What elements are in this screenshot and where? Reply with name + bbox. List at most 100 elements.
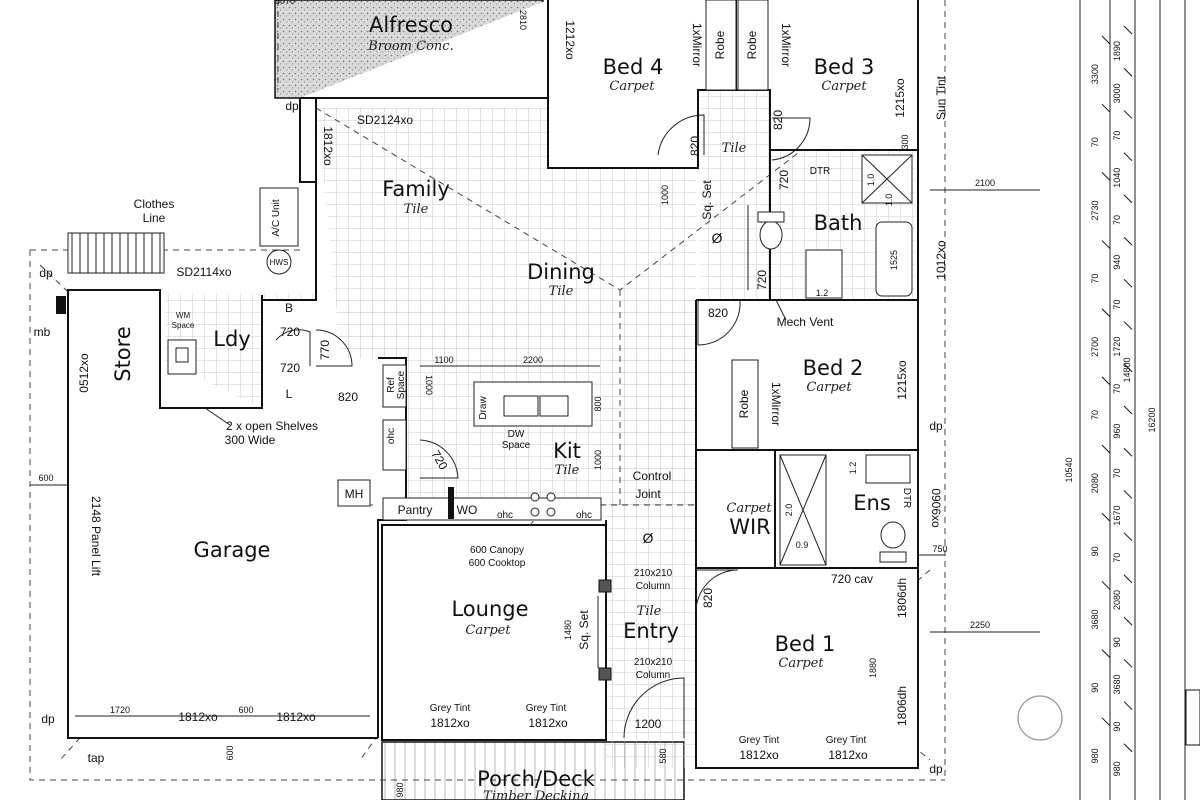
downlight-symbol-hall: Ø <box>712 230 723 246</box>
ohc-label-1: ohc <box>386 428 397 444</box>
dim-1100: 1100 <box>434 355 453 365</box>
l-label: L <box>286 387 293 401</box>
dp-3: dp <box>929 419 943 433</box>
open-shelves-label-2: 300 Wide <box>225 433 276 447</box>
window-bed1-1812-b: 1812xo <box>828 748 868 762</box>
cooktop-label: 600 Cooktop <box>469 558 526 569</box>
room-bed2-finish: Carpet <box>806 380 852 395</box>
dtr-bath: DTR <box>810 166 831 177</box>
dimension-chains <box>1079 0 1186 800</box>
column-1 <box>598 579 612 593</box>
room-bed2: Bed 2 <box>803 356 864 380</box>
dim-total-14800: 14800 <box>1122 357 1132 382</box>
room-family: Family <box>382 177 450 201</box>
dim-total-16200: 16200 <box>1147 407 1157 432</box>
outer-chain-dim-tick-10 <box>1101 717 1111 727</box>
outer-chain-dim-3: 70 <box>1090 274 1100 284</box>
inner-chain-dim-tick-10 <box>1123 447 1133 457</box>
outer-chain-dim-tick-1 <box>1101 103 1111 113</box>
room-bed4-finish: Carpet <box>609 79 655 94</box>
dtr-ens: DTR <box>901 488 912 509</box>
window-1806-a: 1806dh <box>895 578 909 618</box>
dim-580: 580 <box>658 748 668 763</box>
outer-chain-dim-9: 90 <box>1090 683 1100 693</box>
bed3-robe <box>737 0 769 91</box>
window-lounge-1812-a: 1812xo <box>430 716 470 730</box>
inner-chain-dim-9: 960 <box>1112 424 1122 439</box>
wm-space-label-2: Space <box>172 321 195 330</box>
room-entry-finish: Tile <box>637 604 662 619</box>
door-bath-720: 720 <box>755 270 769 290</box>
manhole <box>337 479 371 507</box>
door-770: 770 <box>318 340 332 360</box>
ohc-label-2: ohc <box>497 510 513 521</box>
room-dining: Dining <box>527 260 595 284</box>
dim-1-0a: 1.0 <box>866 174 876 187</box>
sq-set-entry: Sq. Set <box>577 610 591 650</box>
room-bed1-finish: Carpet <box>778 656 824 671</box>
clothes-line-label: Clothes <box>134 197 175 211</box>
inner-chain-dim-tick-16 <box>1123 701 1133 710</box>
dim-1000: 1000 <box>424 375 434 395</box>
mb-label: mb <box>34 325 51 339</box>
outer-chain-dim-10: 980 <box>1090 748 1100 763</box>
inner-chain-dim-tick-3 <box>1123 152 1133 162</box>
draw-label: Draw <box>478 396 489 420</box>
column-2-size: 210x210 <box>634 657 673 668</box>
window-1012: 1012xo <box>934 240 948 280</box>
inner-chain-dim-17: 980 <box>1112 761 1122 776</box>
room-garage: Garage <box>194 538 271 562</box>
door-hall-720: 720 <box>777 170 791 190</box>
downlight-symbol-entry: Ø <box>643 530 654 546</box>
door-bed2: 820 <box>708 306 728 320</box>
inner-chain-dim-tick-11 <box>1123 490 1133 499</box>
dim-600: 600 <box>38 473 53 483</box>
dim-1480: 1480 <box>563 620 573 640</box>
outer-chain-dim-tick-4 <box>1101 308 1111 318</box>
window-0906: 0906xo <box>929 488 943 528</box>
inner-chain-dim-3: 1040 <box>1112 168 1122 188</box>
inner-chain-dim-tick-4 <box>1123 194 1133 204</box>
robe-label-bed3: Robe <box>745 30 759 59</box>
outer-chain-dim-1: 70 <box>1090 137 1100 147</box>
robe-label-bed2: Robe <box>737 389 751 418</box>
cav-label: 720 cav <box>831 572 873 586</box>
column-1-label: Column <box>636 581 670 592</box>
column-2 <box>598 667 612 681</box>
room-lounge: Lounge <box>451 597 528 621</box>
window-sd2114: SD2114xo <box>176 265 231 279</box>
meter-box <box>56 296 66 314</box>
ohc-label-3: ohc <box>576 510 592 521</box>
window-1806-b: 1806dh <box>895 686 909 726</box>
inner-chain-dim-14: 90 <box>1112 637 1122 647</box>
bath-fixtures <box>747 154 913 299</box>
inner-chain-dim-13: 2080 <box>1112 590 1122 610</box>
sq-set-hall: Sq. Set <box>700 180 714 220</box>
dp-1: dp <box>285 99 299 113</box>
site-marker <box>1017 695 1063 741</box>
room-lounge-finish: Carpet <box>465 623 511 638</box>
inner-chain-dim-16: 90 <box>1112 722 1122 732</box>
control-joint-label: Control <box>633 469 672 483</box>
room-alfresco-finish: Broom Conc. <box>367 39 453 54</box>
inner-chain-dim-15: 3680 <box>1112 674 1122 694</box>
open-shelves-label: 2 x open Shelves <box>226 419 318 433</box>
dim-1000c: 1000 <box>660 185 670 205</box>
outer-chain-dim-tick-6 <box>1101 444 1111 454</box>
room-bath: Bath <box>814 211 863 235</box>
dim-1525: 1525 <box>889 250 899 270</box>
sun-tint-label: Sun Tint <box>934 75 948 120</box>
bed4-robe <box>705 0 737 91</box>
mech-vent-label: Mech Vent <box>777 315 834 329</box>
dim-750: 750 <box>932 544 947 554</box>
room-alfresco: Alfresco <box>369 13 453 37</box>
grey-tint-lounge-b: Grey Tint <box>526 703 567 714</box>
dim-2-0: 2.0 <box>784 504 794 517</box>
room-bed4: Bed 4 <box>603 55 664 79</box>
dim-1-0b: 1.0 <box>884 194 894 207</box>
garage-door-label: 2148 Panel Lift <box>89 496 103 577</box>
window-garage-1812-a: 1812xo <box>178 710 218 724</box>
dim-0-9: 0.9 <box>796 540 809 550</box>
mech-vent-leader <box>775 299 787 321</box>
